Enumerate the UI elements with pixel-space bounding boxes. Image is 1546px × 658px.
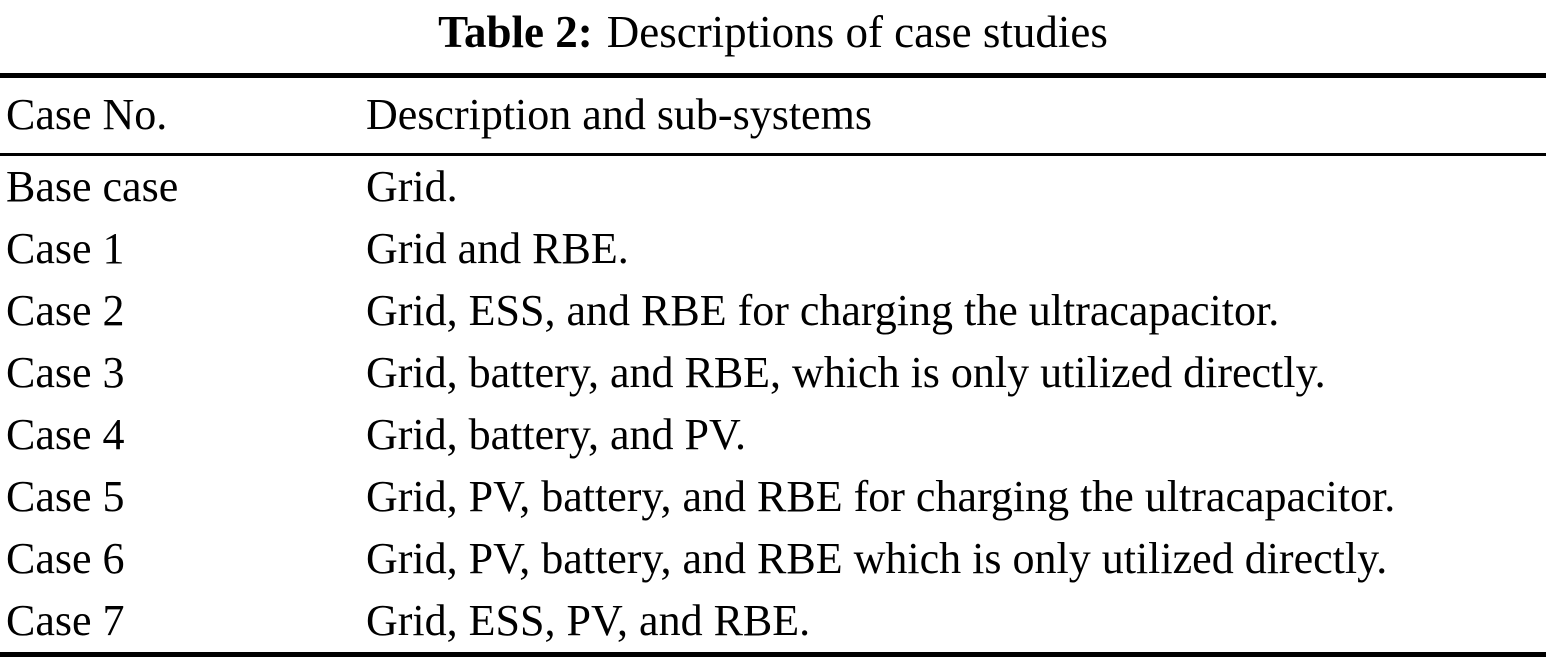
column-header-case: Case No. [6,90,168,139]
case-cell: Case 4 [6,409,125,459]
description-cell: Grid. [366,161,458,211]
header-row: Case No. Description and sub-systems [0,75,1546,154]
description-cell: Grid and RBE. [366,223,629,273]
description-cell: Grid, battery, and RBE, which is only ut… [366,347,1326,397]
description-cell: Grid, ESS, PV, and RBE. [366,595,811,645]
table-row: Case 2 Grid, ESS, and RBE for charging t… [0,280,1546,342]
table-caption: Table 2: Descriptions of case studies [0,0,1546,58]
description-cell: Grid, battery, and PV. [366,409,747,459]
caption-text: Descriptions of case studies [606,7,1108,57]
description-cell: Grid, ESS, and RBE for charging the ultr… [366,285,1280,335]
table-row: Base case Grid. [0,154,1546,218]
case-cell: Case 2 [6,285,125,335]
case-cell: Case 7 [6,595,125,645]
table-row: Case 6 Grid, PV, battery, and RBE which … [0,528,1546,590]
case-studies-table: Case No. Description and sub-systems Bas… [0,72,1546,657]
description-cell: Grid, PV, battery, and RBE for charging … [366,471,1396,521]
case-cell: Case 3 [6,347,125,397]
case-cell: Case 6 [6,533,125,583]
table-row: Case 5 Grid, PV, battery, and RBE for ch… [0,466,1546,528]
case-cell: Case 5 [6,471,125,521]
table-row: Case 7 Grid, ESS, PV, and RBE. [0,590,1546,655]
table-row: Case 4 Grid, battery, and PV. [0,404,1546,466]
table-row: Case 1 Grid and RBE. [0,218,1546,280]
table-row: Case 3 Grid, battery, and RBE, which is … [0,342,1546,404]
case-cell: Case 1 [6,223,125,273]
caption-label: Table 2: [438,7,593,57]
column-header-description: Description and sub-systems [366,90,872,139]
description-cell: Grid, PV, battery, and RBE which is only… [366,533,1388,583]
case-cell: Base case [6,161,179,211]
